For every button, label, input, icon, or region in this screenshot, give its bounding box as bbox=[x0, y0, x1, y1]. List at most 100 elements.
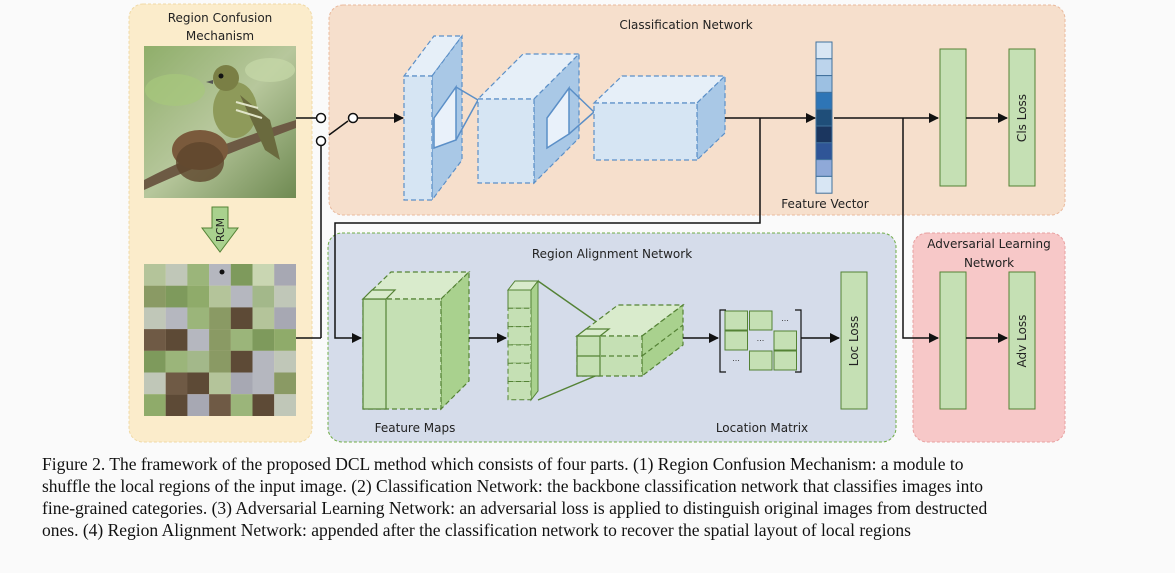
shuffled-patch bbox=[187, 394, 210, 416]
rcm-panel: Region Confusion Mechanism RCM bbox=[128, 3, 313, 443]
shuffled-patch bbox=[274, 350, 296, 373]
feature-vector-cell bbox=[815, 125, 833, 144]
shuffled-patch bbox=[165, 285, 188, 308]
shuffled-patch bbox=[209, 285, 231, 308]
matrix-ellipsis: ... bbox=[757, 334, 765, 343]
original-bird-image bbox=[144, 46, 296, 198]
column-side-face bbox=[530, 279, 539, 402]
feature-vector-cell bbox=[815, 175, 833, 194]
caption-line-4: ones. (4) Region Alignment Network: appe… bbox=[42, 520, 911, 540]
feature-maps-cube bbox=[361, 270, 471, 411]
feature-vector-cell bbox=[815, 108, 833, 127]
matrix-ellipsis: ... bbox=[732, 354, 740, 363]
matrix-cell bbox=[724, 330, 748, 351]
shuffled-patch bbox=[165, 372, 188, 395]
reshaped-feature-slab bbox=[575, 303, 685, 378]
caption-line-3: fine-grained categories. (3) Adversarial… bbox=[42, 498, 988, 518]
caption-line-2: shuffle the local regions of the input i… bbox=[42, 476, 984, 496]
shuffled-patch bbox=[274, 264, 296, 286]
classification-panel: Classification Network bbox=[328, 4, 1066, 216]
shuffled-patch bbox=[187, 307, 210, 330]
shuffled-patch bbox=[230, 307, 253, 330]
shuffled-patch bbox=[209, 329, 231, 351]
matrix-cell bbox=[724, 310, 748, 331]
rcm-down-arrow: RCM bbox=[201, 206, 239, 253]
column-cell bbox=[507, 381, 532, 401]
shuffled-patch bbox=[252, 372, 275, 395]
rcm-title-line1: Region Confusion bbox=[168, 11, 273, 25]
feature-vector-cell bbox=[815, 91, 833, 110]
shuffled-patch bbox=[165, 329, 188, 351]
shuffled-patch bbox=[165, 264, 188, 286]
caption-line-1: Figure 2. The framework of the proposed … bbox=[42, 454, 964, 474]
shuffled-patch bbox=[230, 350, 253, 373]
shuffled-patch bbox=[252, 307, 275, 330]
shuffled-patch bbox=[209, 372, 231, 395]
shuffled-patch bbox=[187, 264, 210, 286]
shuffled-patch bbox=[274, 285, 296, 308]
fc-layer-adv bbox=[939, 271, 967, 410]
feature-vector-cell bbox=[815, 58, 833, 77]
loc-loss-block bbox=[840, 271, 868, 410]
classification-title: Classification Network bbox=[619, 18, 752, 32]
shuffled-patch bbox=[230, 329, 253, 351]
feature-vector-cell bbox=[815, 159, 833, 177]
adversarial-title-line2: Network bbox=[964, 256, 1014, 270]
shuffled-patch bbox=[252, 329, 275, 351]
shuffled-patch bbox=[144, 264, 166, 286]
matrix-left-bracket bbox=[719, 309, 726, 373]
feature-vector-cell bbox=[815, 41, 833, 60]
shuffled-patch bbox=[187, 372, 210, 395]
shuffled-patch bbox=[252, 285, 275, 308]
feature-vector-cell bbox=[815, 75, 833, 93]
matrix-right-bracket bbox=[795, 309, 802, 373]
shuffled-patch bbox=[209, 394, 231, 416]
column-cell bbox=[507, 326, 532, 346]
shuffled-patch bbox=[209, 350, 231, 373]
alignment-title: Region Alignment Network bbox=[532, 247, 692, 261]
matrix-ellipsis: ... bbox=[781, 314, 789, 323]
shuffled-patch bbox=[165, 394, 188, 416]
switch-terminal-shuffled bbox=[315, 135, 327, 147]
matrix-cell bbox=[749, 350, 773, 371]
shuffled-patch bbox=[230, 264, 253, 286]
shuffled-patch bbox=[252, 264, 275, 286]
shuffled-patch bbox=[144, 394, 166, 416]
shuffled-patch bbox=[165, 350, 188, 373]
shuffled-patch bbox=[144, 372, 166, 395]
shuffled-patch bbox=[252, 394, 275, 416]
location-matrix: ......... bbox=[719, 309, 802, 373]
alignment-panel: Region Alignment Network Feature Maps bbox=[327, 232, 897, 443]
shuffled-patch bbox=[230, 285, 253, 308]
shuffled-patch bbox=[144, 329, 166, 351]
shuffled-patch bbox=[187, 285, 210, 308]
shuffled-patch bbox=[144, 307, 166, 330]
shuffled-patch bbox=[209, 264, 231, 286]
column-cell bbox=[507, 344, 532, 364]
conv-kernel-1 bbox=[433, 84, 479, 150]
shuffled-patch bbox=[144, 350, 166, 373]
rcm-arrow-label: RCM bbox=[214, 218, 227, 242]
figure-caption: Figure 2. The framework of the proposed … bbox=[42, 453, 1157, 541]
adversarial-title-line1: Adversarial Learning bbox=[927, 237, 1051, 251]
matrix-cell bbox=[773, 350, 797, 371]
shuffled-bird-image bbox=[144, 264, 296, 416]
loc-loss-label: Loc Loss bbox=[847, 316, 861, 367]
shuffled-patch bbox=[274, 329, 296, 351]
shuffled-patch bbox=[274, 394, 296, 416]
dcl-framework-diagram: Region Confusion Mechanism RCM bbox=[128, 3, 1066, 443]
switch-terminal-output bbox=[347, 112, 359, 124]
shuffled-patch bbox=[165, 307, 188, 330]
adv-loss-block bbox=[1008, 271, 1036, 410]
shuffled-patch bbox=[209, 307, 231, 330]
shuffled-patch bbox=[187, 350, 210, 373]
matrix-cell bbox=[773, 330, 797, 351]
location-matrix-label: Location Matrix bbox=[716, 421, 808, 435]
shuffled-patch bbox=[187, 329, 210, 351]
shuffled-patch bbox=[274, 372, 296, 395]
fc-layer-cls bbox=[939, 48, 967, 187]
shuffled-patch bbox=[144, 285, 166, 308]
adv-loss-label: Adv Loss bbox=[1015, 315, 1029, 368]
shuffled-patch bbox=[230, 394, 253, 416]
feature-column bbox=[506, 279, 540, 402]
